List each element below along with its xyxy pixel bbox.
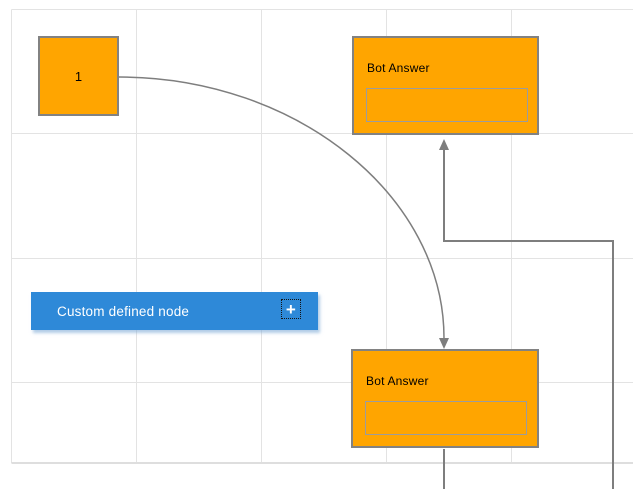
node-bot-answer-bottom[interactable]: Bot Answer — [351, 349, 539, 448]
node-bot-answer-top[interactable]: Bot Answer — [352, 36, 539, 135]
node-custom-defined[interactable]: Custom defined node + — [31, 292, 318, 330]
plus-icon[interactable]: + — [281, 299, 301, 319]
arrowhead-down-icon — [439, 338, 449, 349]
node-title: Bot Answer — [367, 61, 430, 75]
orthogonal-connector[interactable] — [439, 139, 614, 489]
bot-answer-text-box[interactable] — [365, 401, 527, 435]
curved-connector[interactable] — [118, 76, 449, 349]
plus-glyph: + — [285, 299, 297, 319]
node-square-1[interactable]: 1 — [38, 36, 119, 116]
grid-lines — [11, 9, 633, 464]
node-square-label: 1 — [74, 68, 83, 84]
bot-answer-text-box[interactable] — [366, 88, 528, 122]
node-custom-label: Custom defined node — [57, 303, 190, 319]
arrowhead-up-icon — [439, 139, 449, 150]
node-title: Bot Answer — [366, 374, 429, 388]
